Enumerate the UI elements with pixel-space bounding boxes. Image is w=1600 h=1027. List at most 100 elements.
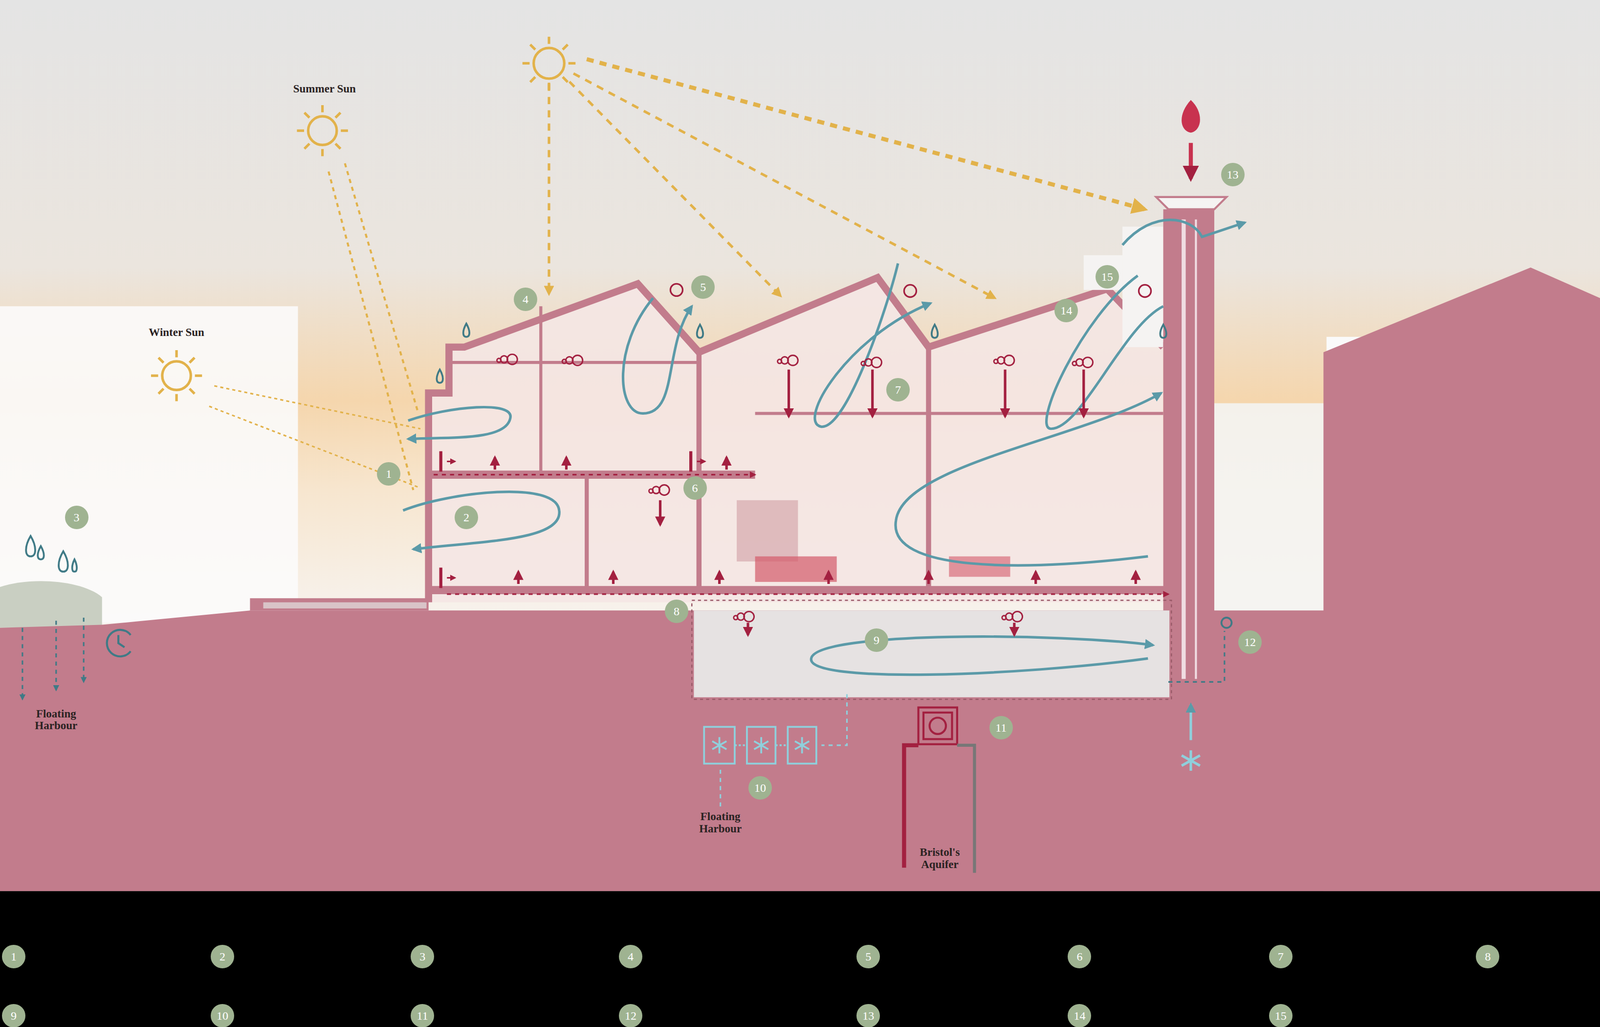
airflow	[895, 393, 1162, 566]
sun-icon	[151, 374, 159, 377]
sun-icon	[340, 129, 349, 132]
sun-rays	[209, 59, 1145, 490]
fire-icon	[1188, 142, 1193, 179]
heat-arrows	[1012, 611, 1023, 622]
airflow	[623, 298, 693, 414]
sun-icon	[151, 36, 576, 401]
sun-icon	[568, 62, 576, 65]
sun-icon	[158, 357, 164, 363]
clock-icon	[107, 629, 132, 657]
sun-icon	[307, 116, 337, 145]
sun-icon	[189, 388, 195, 394]
fan-icons	[670, 283, 1151, 297]
heat-arrows	[1003, 369, 1007, 417]
sun-icon	[304, 143, 310, 149]
sun-icon	[321, 105, 324, 113]
fire-icon	[1181, 100, 1201, 133]
sun-icon	[533, 47, 565, 79]
callout-number: 14	[1067, 1003, 1092, 1027]
callout-number: 2	[210, 944, 235, 968]
heat-arrows	[446, 576, 456, 579]
sun-icon	[562, 44, 568, 50]
airflow	[814, 263, 931, 427]
callout-number: 10	[210, 1003, 235, 1027]
cooling-units	[787, 726, 816, 764]
heat-pump	[903, 707, 975, 873]
fan-icons	[670, 283, 683, 296]
callout-number: 13	[856, 1003, 880, 1027]
callout-number: 7	[886, 377, 910, 402]
building-section	[428, 277, 1164, 603]
sun-icon	[189, 357, 195, 363]
heat-arrows	[787, 354, 798, 366]
callout-number: 9	[864, 628, 889, 652]
callout-number: 5	[856, 944, 880, 968]
sun-icon	[547, 36, 550, 44]
sun-icon	[547, 82, 550, 90]
airflow	[403, 219, 1246, 675]
rain-drops	[25, 323, 1232, 628]
place-label: Floating Harbour	[24, 707, 88, 731]
sky-ground	[263, 602, 427, 609]
heat-arrows	[1004, 354, 1015, 366]
building-section	[693, 610, 1170, 697]
callout-number: 11	[410, 1003, 435, 1027]
heat-arrows	[440, 353, 1137, 635]
heat-arrows	[1012, 622, 1016, 635]
callout-number: 12	[618, 1003, 643, 1027]
sky-ground	[1214, 403, 1327, 618]
rain-drops	[697, 324, 704, 338]
building-section	[1083, 255, 1123, 290]
sun-rays	[573, 73, 995, 298]
building-section	[755, 556, 837, 582]
heat-arrows	[493, 457, 497, 470]
heat-arrows	[658, 484, 670, 496]
rain-drops	[25, 535, 36, 557]
sun-icon	[335, 112, 341, 118]
dashed-services	[433, 474, 1169, 594]
callout-number: 4	[618, 944, 643, 968]
heat-pump	[923, 712, 952, 739]
heat-arrows	[1134, 571, 1138, 584]
sun-rays	[345, 163, 419, 414]
place-label: Floating Harbour	[688, 810, 753, 834]
heat-arrows	[718, 571, 721, 584]
airflow	[810, 636, 1153, 675]
airflow	[408, 407, 511, 439]
cooling-units	[712, 736, 727, 753]
heat-arrows	[689, 451, 693, 472]
building-section	[1156, 197, 1227, 210]
callout-number: 3	[65, 505, 89, 529]
heat-arrows	[439, 451, 443, 472]
callout-number: 11	[989, 715, 1013, 740]
airflow	[1122, 219, 1245, 245]
sky-ground	[0, 580, 103, 628]
sun-icon	[162, 361, 191, 390]
heat-arrows	[1034, 571, 1037, 584]
heat-arrows	[871, 357, 882, 368]
snowflake-icon	[1181, 755, 1201, 766]
callout-number: 14	[1054, 298, 1078, 323]
dashed-services	[446, 592, 1169, 595]
building-section	[584, 474, 589, 588]
heat-arrows	[517, 571, 520, 584]
snowflake-icon	[1181, 755, 1201, 766]
building-section	[539, 306, 543, 475]
sky-ground	[0, 890, 1600, 1027]
heat-arrows	[1082, 369, 1085, 417]
rain-drops	[931, 324, 939, 338]
cooling-lines	[55, 620, 57, 690]
callout-number: 7	[1269, 944, 1293, 968]
snowflake-icon	[1189, 703, 1192, 740]
cooling-units	[746, 726, 776, 764]
building-section	[948, 556, 1010, 577]
sun-rays	[547, 83, 550, 294]
heat-arrows	[439, 567, 443, 589]
cooling-lines	[22, 617, 1225, 807]
clock-icon	[118, 634, 125, 647]
building-section	[736, 500, 798, 562]
rain-drops	[72, 559, 77, 572]
